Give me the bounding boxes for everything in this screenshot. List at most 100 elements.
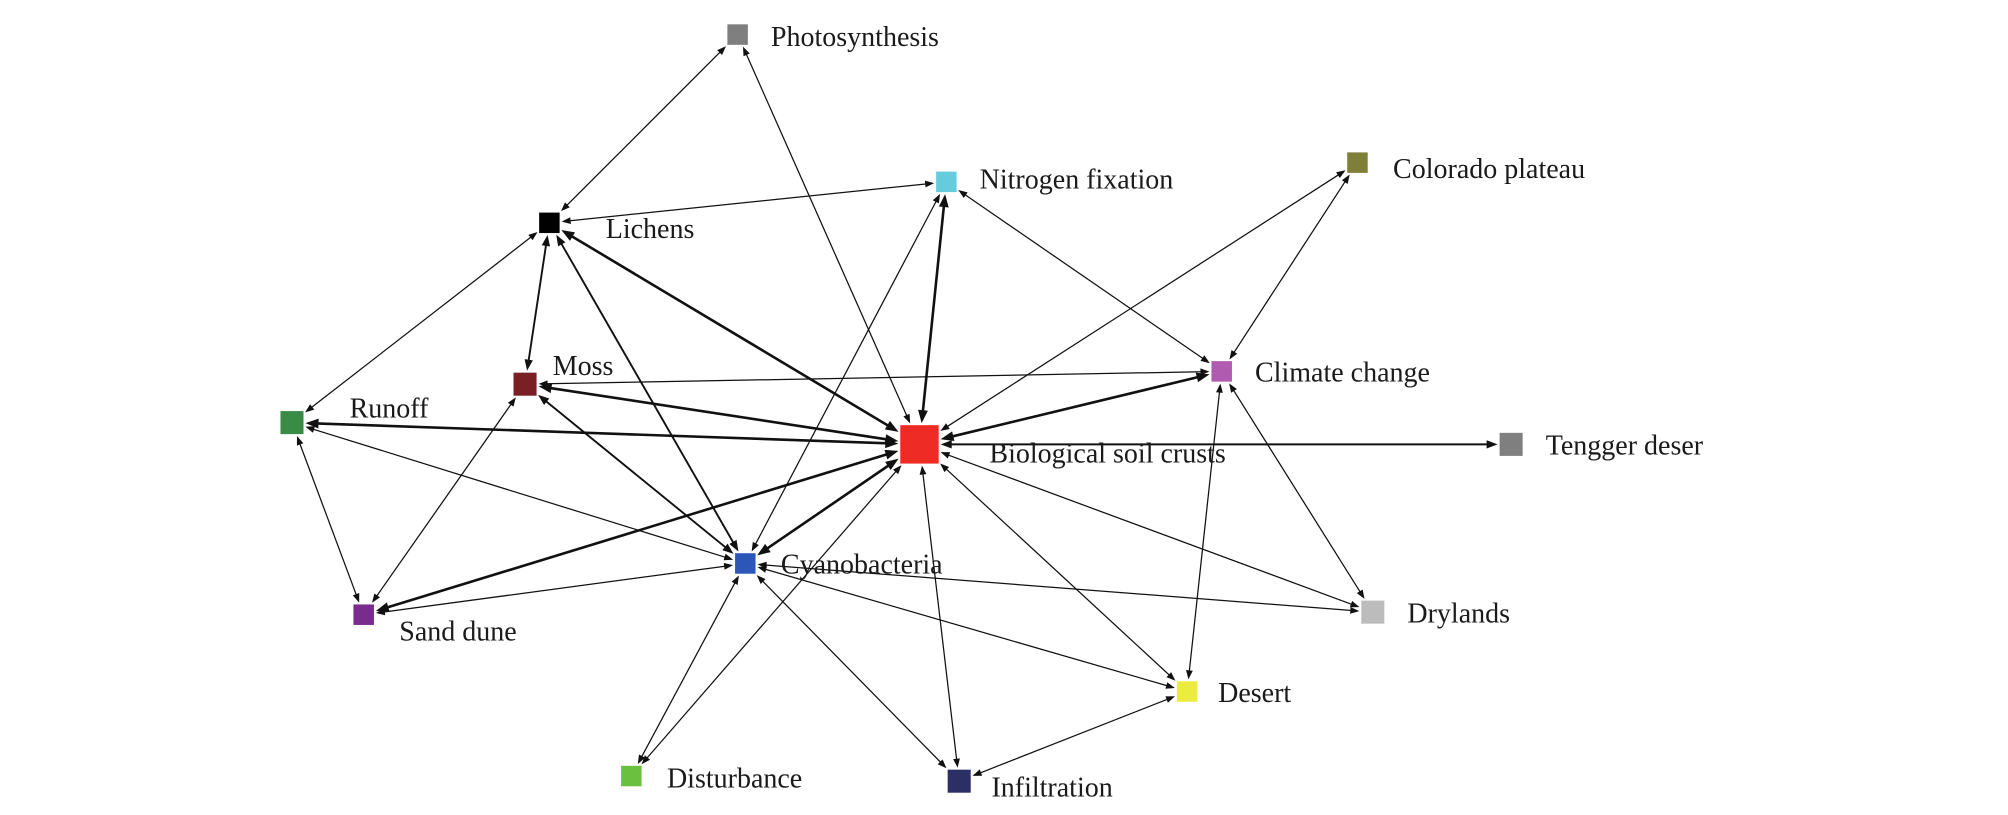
arrowhead-colorado-plateau-to-climate-change [1229,350,1238,360]
node-label-disturbance: Disturbance [667,764,802,795]
arrowhead-photosynthesis-to-lichens [561,202,570,212]
node-label-nitrogen-fixation: Nitrogen fixation [980,164,1174,195]
arrowhead-nitrogen-fixation-to-biological-soil-crusts [918,409,928,424]
edge-runoff-biological-soil-crusts [315,422,888,445]
edge-biological-soil-crusts-drylands [947,454,1353,606]
arrowhead-desert-to-climate-change [1216,383,1223,393]
node-marker-lichens [539,212,560,234]
node-lichens: Lichens [539,212,695,245]
arrowhead-infiltration-to-cyanobacteria [756,575,766,584]
edge-biological-soil-crusts-desert [945,467,1171,677]
arrowhead-photosynthesis-to-biological-soil-crusts [903,413,911,424]
arrowhead-sand-dune-to-moss [507,397,516,407]
arrowhead-lichens-to-biological-soil-crusts [884,420,899,432]
edge-cyanobacteria-disturbance [640,581,737,758]
edge-cyanobacteria-sand-dune [382,565,727,613]
arrowhead-cyanobacteria-to-desert [1165,682,1175,689]
arrowhead-disturbance-to-cyanobacteria [731,575,739,586]
node-runoff: Runoff [280,393,429,435]
node-label-climate-change: Climate change [1255,358,1430,389]
arrowhead-biological-soil-crusts-to-infiltration [953,758,960,768]
node-label-drylands: Drylands [1407,598,1510,629]
arrowhead-biological-soil-crusts-to-colorado-plateau [1336,170,1346,179]
arrowhead-cyanobacteria-to-nitrogen-fixation [932,193,941,204]
node-moss: Moss [513,351,614,396]
arrowhead-sand-dune-to-cyanobacteria [723,562,734,570]
arrowhead-lichens-to-runoff [305,404,315,413]
node-marker-biological-soil-crusts [900,425,939,464]
edge-nitrogen-fixation-cyanobacteria [754,199,938,546]
arrowhead-runoff-to-biological-soil-crusts [885,438,899,449]
edge-cyanobacteria-infiltration [761,579,942,764]
arrowhead-biological-soil-crusts-to-climate-change [1195,372,1210,383]
edge-runoff-sand-dune [298,442,358,597]
node-marker-drylands [1361,600,1385,624]
arrowhead-nitrogen-fixation-to-climate-change [1200,355,1210,364]
node-cyanobacteria: Cyanobacteria [735,550,943,581]
edge-biological-soil-crusts-disturbance [645,470,898,760]
edge-lichens-moss [527,243,548,363]
node-marker-colorado-plateau [1347,152,1368,173]
arrowhead-biological-soil-crusts-to-tengger-deser [1486,440,1498,449]
node-climate-change: Climate change [1211,358,1430,389]
node-sand-dune: Sand dune [353,604,517,647]
arrowhead-biological-soil-crusts-to-desert [1166,672,1176,681]
edge-moss-cyanobacteria [544,399,728,550]
node-label-moss: Moss [553,351,614,382]
edge-climate-change-desert [1188,390,1221,673]
edge-climate-change-biological-soil-crusts [950,375,1200,439]
arrowhead-desert-to-infiltration [972,769,983,776]
arrowhead-moss-to-lichens [541,235,551,247]
arrowhead-infiltration-to-biological-soil-crusts [919,465,927,475]
node-label-cyanobacteria: Cyanobacteria [781,550,943,581]
arrowhead-climate-change-to-colorado-plateau [1341,174,1350,184]
edge-nitrogen-fixation-climate-change [963,193,1205,360]
arrowhead-moss-to-sand-dune [372,593,380,603]
node-marker-disturbance [621,765,642,787]
arrowhead-disturbance-to-biological-soil-crusts [892,465,902,475]
node-label-runoff: Runoff [350,393,429,424]
arrowhead-climate-change-to-biological-soil-crusts [940,431,955,442]
edge-lichens-biological-soil-crusts [569,234,891,428]
arrowhead-runoff-to-sand-dune [352,592,360,603]
edges-layer [296,46,1498,776]
node-label-lichens: Lichens [606,214,695,245]
node-infiltration: Infiltration [947,769,1113,804]
node-desert: Desert [1176,678,1291,709]
node-marker-sand-dune [353,604,374,625]
edge-moss-sand-dune [375,402,513,598]
edge-biological-soil-crusts-sand-dune [385,452,889,610]
node-marker-moss [513,372,537,396]
node-label-colorado-plateau: Colorado plateau [1393,154,1585,185]
arrowhead-lichens-to-moss [524,359,533,371]
edge-colorado-plateau-climate-change [1232,180,1347,354]
arrowhead-cyanobacteria-to-sand-dune [375,608,386,616]
arrowhead-cyanobacteria-to-lichens [556,234,566,247]
edge-biological-soil-crusts-infiltration [922,472,958,761]
node-tengger-deser: Tengger deser [1499,431,1704,462]
arrowhead-nitrogen-fixation-to-lichens [561,217,571,225]
node-colorado-plateau: Colorado plateau [1347,152,1585,185]
edge-lichens-runoff [310,235,533,409]
edge-lichens-nitrogen-fixation [568,183,928,222]
arrowhead-biological-soil-crusts-to-runoff [305,418,319,429]
node-label-sand-dune: Sand dune [399,616,516,647]
arrowhead-climate-change-to-desert [1186,669,1193,680]
arrowhead-tengger-deser-to-biological-soil-crusts [940,440,952,449]
arrowhead-climate-change-to-drylands [1356,589,1365,599]
arrowhead-cyanobacteria-to-moss [538,394,550,406]
arrowhead-nitrogen-fixation-to-cyanobacteria [751,541,759,552]
arrowhead-sand-dune-to-biological-soil-crusts [884,449,899,460]
arrowhead-runoff-to-lichens [528,232,538,241]
arrowhead-cyanobacteria-to-biological-soil-crusts [885,458,899,471]
arrowhead-desert-to-biological-soil-crusts [940,463,950,473]
node-label-tengger-deser: Tengger deser [1546,431,1704,462]
edge-infiltration-desert [979,698,1169,774]
node-marker-photosynthesis [727,24,748,45]
arrowhead-drylands-to-climate-change [1229,383,1237,393]
arrowhead-biological-soil-crusts-to-lichens [561,229,576,241]
arrowhead-lichens-to-photosynthesis [717,46,726,56]
edge-colorado-plateau-biological-soil-crusts [946,173,1340,428]
arrowhead-biological-soil-crusts-to-sand-dune [375,602,390,612]
